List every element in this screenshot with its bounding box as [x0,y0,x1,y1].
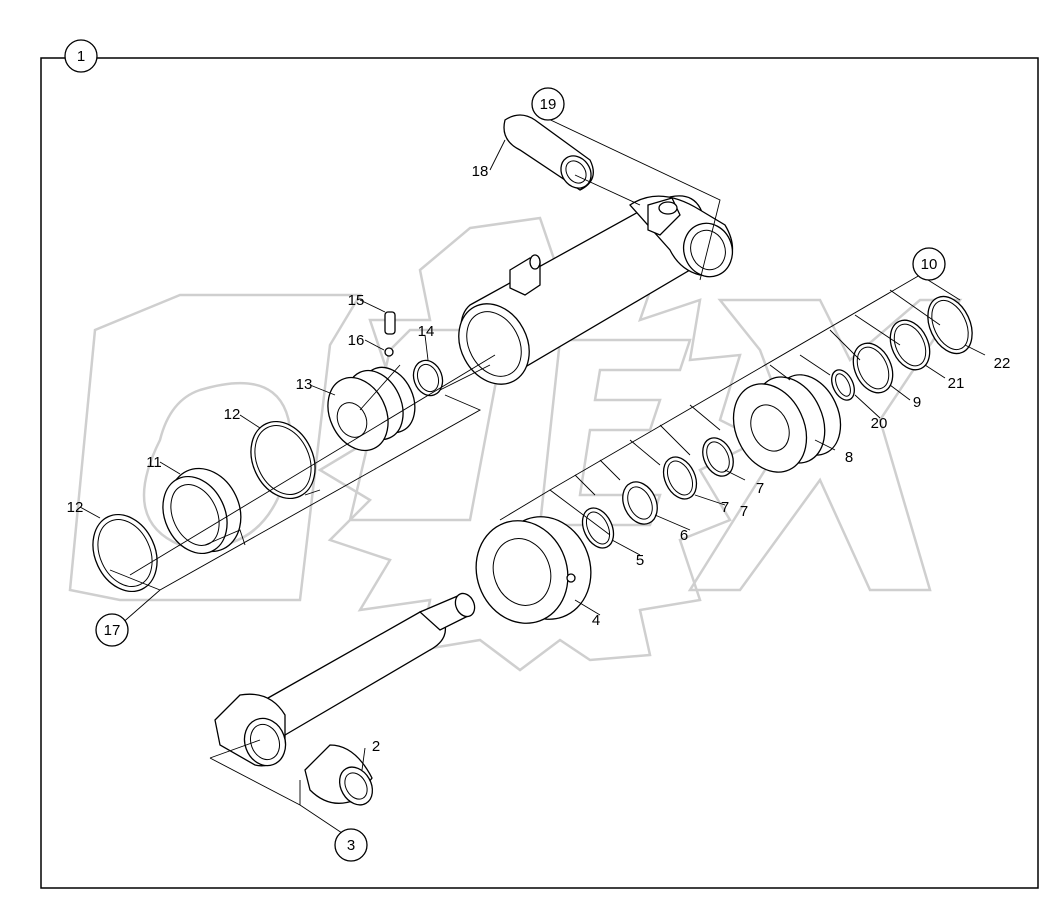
callout-7-b: 7 [740,503,748,520]
callout-12-bottom: 12 [67,499,84,516]
callout-circle-19 [531,87,565,121]
callout-labels: 1 19 10 17 3 18 15 16 14 13 12 11 12 22 … [67,48,1011,854]
callout-13: 13 [296,376,313,393]
callout-5: 5 [636,552,644,569]
callout-circles [64,39,946,862]
callout-3: 3 [347,837,355,854]
callout-10: 10 [921,256,938,273]
callout-18: 18 [472,163,489,180]
callout-4: 4 [592,612,600,629]
callout-14: 14 [418,323,435,340]
callout-8: 8 [845,449,853,466]
bushing-2 [304,744,374,806]
callout-circle-17 [95,613,129,647]
callout-1: 1 [77,48,85,65]
callout-7-a: 7 [756,480,764,497]
callout-7-c: 7 [721,499,729,516]
callout-21: 21 [948,375,965,392]
pin-18 [503,114,594,191]
callout-11: 11 [146,454,162,471]
gland-4 [475,516,592,624]
callout-circle-1 [64,39,98,73]
callout-9: 9 [913,394,921,411]
callout-circle-3 [334,828,368,862]
callout-20: 20 [871,415,888,432]
seal-rings-top-right [831,295,973,401]
callout-15: 15 [348,292,365,309]
piston-13 [327,366,416,452]
leader-lines [79,114,986,836]
callout-16: 16 [348,332,365,349]
head-8 [732,374,842,473]
piston-rod [214,592,476,767]
callout-2: 2 [372,738,380,755]
frame-border [40,57,1039,889]
cylinder-tube [458,195,734,385]
callout-22: 22 [994,355,1011,372]
set-screw-15 [384,311,396,357]
callout-17: 17 [104,622,121,639]
callout-circle-10 [912,247,946,281]
seal-rings-left [92,359,444,593]
callout-12-top: 12 [224,406,241,423]
seal-rings-right [581,437,734,549]
callout-19: 19 [540,96,557,113]
callout-6: 6 [680,527,688,544]
